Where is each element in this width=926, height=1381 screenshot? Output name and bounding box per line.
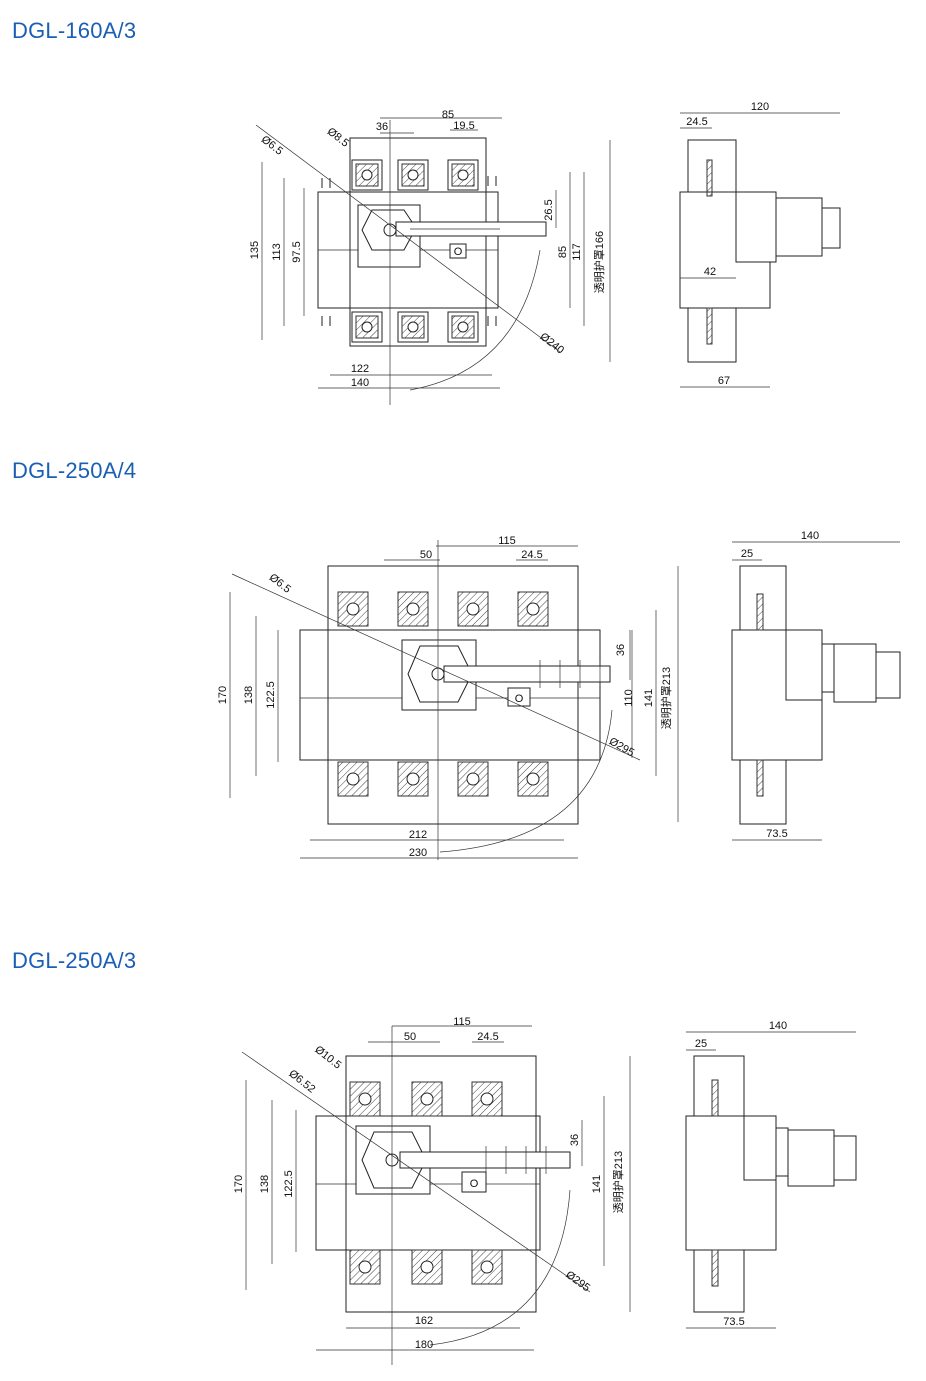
dim-top-1: 50	[420, 549, 432, 561]
front-view-drawing: O 85 36 19.5 122 140 135 113 97.5 26.5 8…	[249, 109, 611, 405]
dim-right-0: 36	[615, 644, 627, 656]
dim-bottom-0: 212	[409, 829, 427, 841]
dim-left-1: 113	[271, 243, 283, 261]
front-view-drawing: O 115 50 24.5 212 230 170 138 122.5 36 1…	[217, 535, 679, 860]
dim-bottom-1: 180	[415, 1339, 433, 1351]
side-view-drawing: 140 25 73.5	[685, 1020, 857, 1329]
side-dim-0: 120	[751, 101, 769, 113]
section-dgl-250a-3: DGL-250A/3 O 115 50 24.5 162 180 170 138	[0, 930, 926, 1381]
dim-top-1: 36	[376, 121, 388, 133]
section-dgl-160a-3: DGL-160A/3 O	[0, 0, 926, 430]
side-dim-0: 140	[769, 1020, 787, 1032]
dim-right-0: 36	[569, 1134, 581, 1146]
side-view-drawing: 140 25 73.5	[731, 530, 901, 841]
handle-position-label: O	[470, 1178, 479, 1190]
section-title: DGL-250A/4	[12, 458, 137, 483]
side-view-drawing: 120 24.5 42 67	[679, 101, 841, 388]
dim-right-1: 85	[557, 246, 569, 258]
section-dgl-250a-4: DGL-250A/4 O 115 50 24.5 212 23	[0, 440, 926, 880]
handle-position-label: O	[454, 246, 463, 258]
dim-right-2: 透明护罩213	[611, 1151, 625, 1213]
dim-right-3: 透明护罩213	[659, 667, 673, 729]
side-dim-2: 73.5	[766, 828, 787, 840]
dim-left-1: 138	[243, 686, 255, 704]
dim-right-3: 透明护罩166	[592, 231, 606, 293]
dim-left-0: 135	[249, 241, 261, 259]
side-dim-0: 140	[801, 530, 819, 542]
dim-left-2: 97.5	[291, 241, 303, 262]
side-dim-1: 25	[695, 1038, 707, 1050]
dim-top-2: 24.5	[477, 1031, 498, 1043]
side-dim-2: 73.5	[723, 1316, 744, 1328]
dim-right-1: 110	[623, 689, 635, 707]
dim-top-2: 19.5	[453, 120, 474, 132]
dim-right-1: 141	[591, 1175, 603, 1193]
front-view-drawing: O 115 50 24.5 162 180 170 138 122.5 36 1…	[233, 1016, 631, 1365]
dim-right-0: 26.5	[543, 199, 555, 220]
dim-top-0: 115	[453, 1016, 471, 1028]
handle-position-label: O	[515, 693, 524, 705]
dim-top-1: 50	[404, 1031, 416, 1043]
dim-left-2: 122.5	[265, 681, 277, 709]
dim-left-2: 122.5	[283, 1170, 295, 1198]
side-dim-1: 24.5	[686, 116, 707, 128]
side-dim-2: 42	[704, 266, 716, 278]
dim-left-0: 170	[233, 1175, 245, 1193]
section-title: DGL-250A/3	[12, 948, 137, 973]
side-dim-1: 25	[741, 548, 753, 560]
dim-bottom-0: 122	[351, 363, 369, 375]
dim-top-2: 24.5	[521, 549, 542, 561]
dim-left-1: 138	[259, 1175, 271, 1193]
dim-right-2: 117	[571, 243, 583, 261]
dim-right-2: 141	[643, 689, 655, 707]
dim-bottom-1: 140	[351, 377, 369, 389]
section-title: DGL-160A/3	[12, 18, 137, 43]
side-dim-3: 67	[718, 375, 730, 387]
dim-bottom-1: 230	[409, 847, 427, 859]
dim-left-0: 170	[217, 686, 229, 704]
dim-bottom-0: 162	[415, 1315, 433, 1327]
dim-top-0: 115	[498, 535, 516, 547]
dim-top-0: 85	[442, 109, 454, 121]
